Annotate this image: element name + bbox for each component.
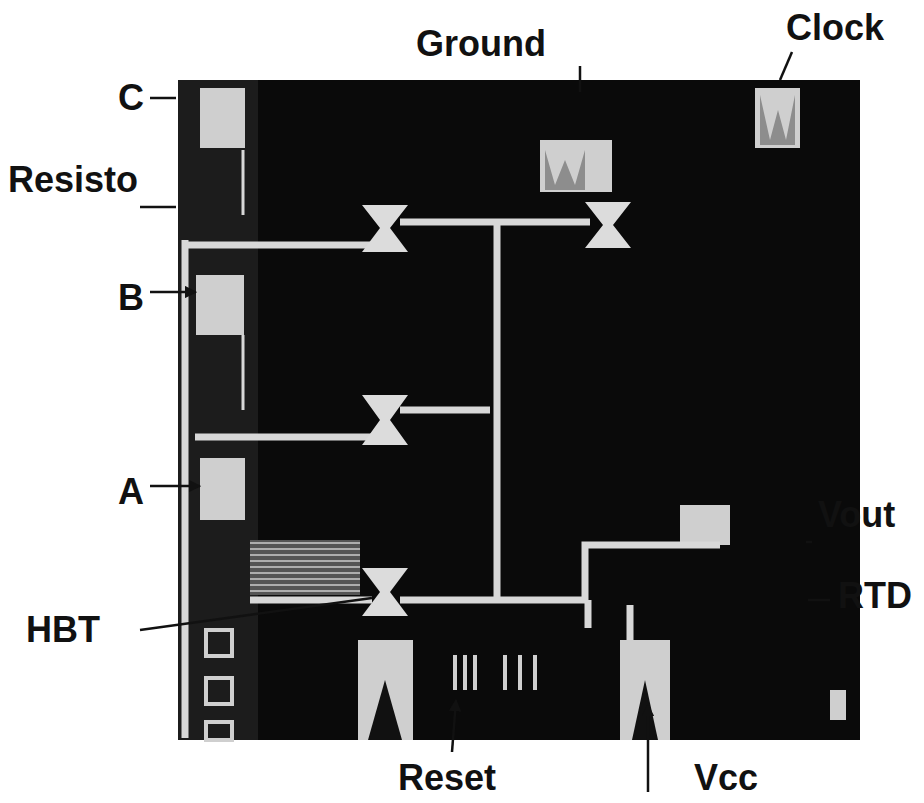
bond-pads [196, 88, 800, 740]
resistor-array [250, 540, 360, 595]
callout-label: B [118, 280, 144, 316]
callout-label: RTD [838, 578, 912, 614]
die [178, 80, 860, 740]
corner-mark [830, 690, 846, 720]
wires [185, 150, 720, 738]
callout-label: C [118, 80, 144, 116]
leader-lines [140, 52, 830, 792]
callout-label: Ground [416, 26, 546, 62]
pad-markings [368, 95, 795, 740]
callout-label: A [118, 474, 144, 510]
callout-label: Vout [818, 497, 895, 533]
hbt-symbols [362, 202, 631, 616]
callout-label: Resisto [8, 162, 138, 198]
capacitor-fingers [455, 655, 535, 690]
pad-column [178, 80, 258, 740]
callout-label: Vcc [694, 760, 758, 796]
callout-label: Reset [398, 760, 496, 796]
callout-label: Clock [786, 10, 884, 46]
callout-label: HBT [26, 612, 100, 648]
